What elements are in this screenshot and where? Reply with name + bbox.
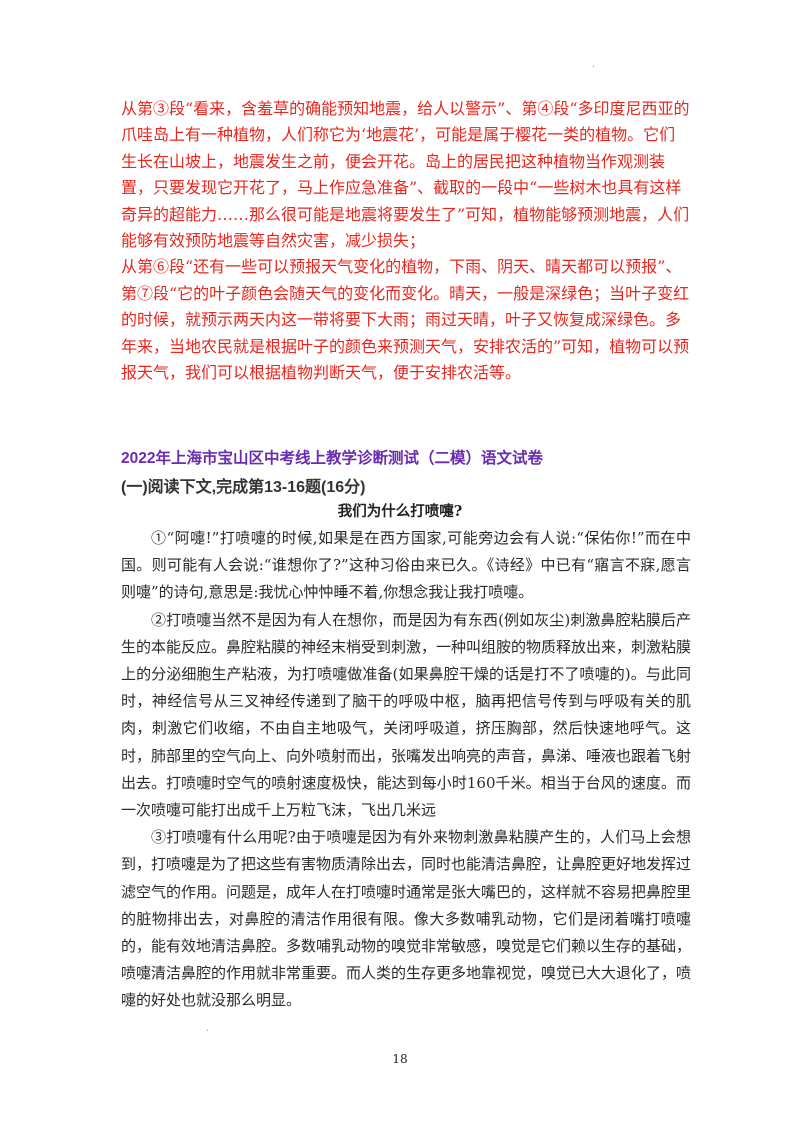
essay-paragraph: ②打喷嚏当然不是因为有人在想你，而是因为有东西(例如灰尘)刺激鼻腔粘膜后产生的本… (121, 610, 692, 820)
answer-paragraph: 从第⑥段“还有一些可以预报天气变化的植物，下雨、阴天、晴天都可以预报”、第⑦段“… (121, 257, 690, 383)
essay-paragraph: ①“阿嚏!”打喷嚏的时候,如果是在西方国家,可能旁边会有人说:“保佑你!”而在中… (121, 529, 691, 602)
answer-paragraph: 从第③段“看来，含羞草的确能预知地震，给人以警示”、第④段“多印度尼西亚的爪哇岛… (121, 99, 690, 251)
scan-speck: · (592, 62, 596, 73)
exam-title: 2022年上海市宝山区中考线上教学诊断测试（二模）语文试卷 (121, 450, 543, 467)
page-number: 18 (392, 1052, 408, 1066)
answer-explanation: 从第③段“看来，含羞草的确能预知地震，给人以警示”、第④段“多印度尼西亚的爪哇岛… (121, 96, 691, 386)
essay-body: ①“阿嚏!”打喷嚏的时候,如果是在西方国家,可能旁边会有人说:“保佑你!”而在中… (121, 525, 691, 1015)
essay-paragraph: ③打喷嚏有什么用呢?由于喷嚏是因为有外来物刺激鼻粘膜产生的，人们马上会想到，打喷… (121, 828, 692, 1010)
section-heading: (一)阅读下文,完成第13-16题(16分) (121, 479, 366, 496)
essay-title: 我们为什么打喷嚏? (337, 503, 463, 520)
scan-speck: · (206, 1026, 210, 1037)
